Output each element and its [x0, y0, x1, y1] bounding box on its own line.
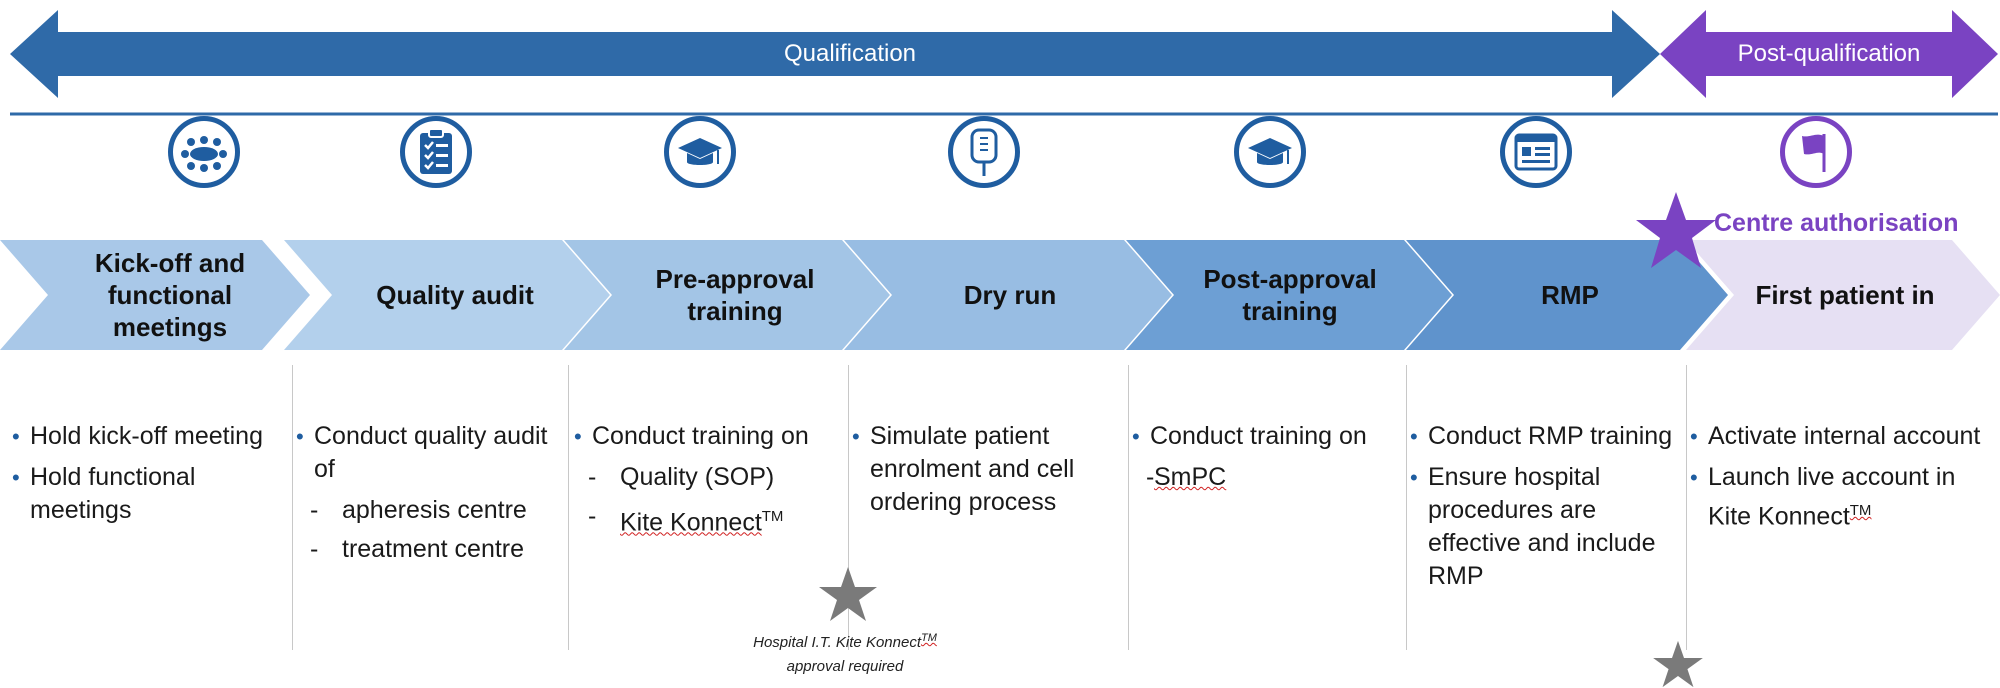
list-item: Ensure hospital procedures are effective… [1410, 461, 1682, 593]
stage-details-first-patient: Activate internal account Launch live ac… [1690, 420, 1990, 660]
stage-label-first-patient: First patient in [1755, 280, 1935, 310]
phase-arrows [10, 10, 1998, 116]
centre-authorisation-star-icon [1636, 192, 1716, 268]
browser-form-icon [1500, 116, 1572, 188]
hospital-it-milestone-star-icon [819, 567, 877, 621]
list-item: Hold kick-off meeting [12, 420, 282, 453]
list-item: Conduct training on [1132, 420, 1404, 453]
stage-label-quality-audit: Quality audit [376, 280, 534, 310]
chevron-kickoff [0, 240, 310, 350]
post-qualification-label: Post-qualification [1737, 40, 1921, 67]
checklist-clipboard-icon [400, 116, 472, 188]
column-divider [292, 365, 293, 650]
chevron-quality-audit [284, 240, 610, 350]
stage-label-dry-run: Dry run [963, 280, 1057, 310]
column-divider [1686, 365, 1687, 650]
process-chevrons [0, 240, 2000, 350]
qualification-arrow [10, 10, 1660, 98]
sub-list-item: apheresis centre [296, 494, 566, 527]
stage-details-kickoff: Hold kick-off meeting Hold functional me… [12, 420, 282, 660]
list-item: Conduct RMP training [1410, 420, 1682, 453]
column-divider [1406, 365, 1407, 650]
sub-list-item: treatment centre [296, 533, 566, 566]
list-item: Conduct training on [574, 420, 846, 453]
column-divider [1128, 365, 1129, 650]
stage-label-post-approval: Post-approval training [1203, 264, 1377, 326]
list-item: Launch live account in Kite KonnectTM [1690, 461, 1990, 533]
stage-label-kickoff: Kick-off and functional meetings [94, 248, 246, 342]
stage-details-rmp: Conduct RMP training Ensure hospital pro… [1410, 420, 1682, 660]
chevron-pre-approval [564, 240, 890, 350]
chevron-first-patient [1686, 240, 2000, 350]
stage-details-pre-approval: Conduct training on Quality (SOP) Kite K… [574, 420, 846, 660]
post-qualification-arrow [1660, 10, 1998, 98]
qualification-label: Qualification [783, 40, 917, 67]
trademark: TM [761, 508, 784, 525]
column-divider [568, 365, 569, 650]
list-item: Simulate patient enrolment and cell orde… [852, 420, 1124, 519]
chevron-rmp [1406, 240, 1728, 350]
list-item: Conduct quality audit of [296, 420, 566, 486]
stage-label-rmp: RMP [1541, 280, 1599, 310]
sub-list-item: Kite KonnectTM [574, 500, 846, 539]
stage-label-pre-approval: Pre-approval training [655, 264, 815, 326]
list-item: Hold functional meetings [12, 461, 282, 527]
chevron-dry-run [844, 240, 1172, 350]
stage-details-post-approval: Conduct training on SmPC [1132, 420, 1404, 660]
chevron-post-approval [1126, 240, 1452, 350]
sub-list-item: SmPC [1132, 461, 1404, 494]
stage-details-quality-audit: Conduct quality audit of apheresis centr… [296, 420, 566, 660]
rmp-milestone-star-icon [1653, 640, 1703, 688]
list-item: Activate internal account [1690, 420, 1990, 453]
trademark: TM [1849, 502, 1872, 519]
meeting-group-icon [168, 116, 240, 188]
iv-bag-icon [948, 116, 1020, 188]
graduation-cap-icon-2 [1234, 116, 1306, 188]
sub-list-item: Quality (SOP) [574, 461, 846, 494]
centre-authorisation-label: Centre authorisation [1714, 209, 1959, 237]
column-divider [848, 365, 849, 650]
stage-details-dry-run: Simulate patient enrolment and cell orde… [852, 420, 1124, 660]
flag-icon [1780, 116, 1852, 188]
hospital-it-approval-note: Hospital I.T. Kite KonnectTM approval re… [753, 632, 937, 675]
graduation-cap-icon [664, 116, 736, 188]
